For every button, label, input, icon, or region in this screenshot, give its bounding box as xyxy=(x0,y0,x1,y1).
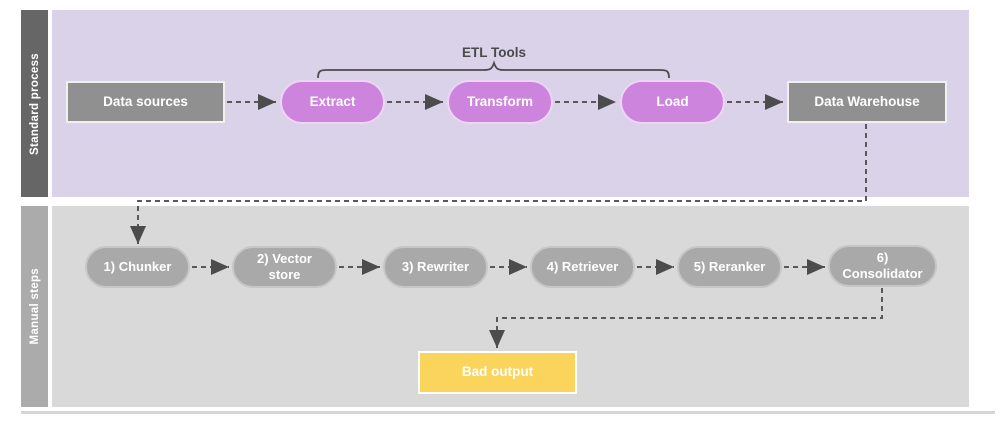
etl-tools-label: ETL Tools xyxy=(462,45,526,60)
node-chunker: 1) Chunker xyxy=(85,246,190,288)
node-consolidator: 6) Consolidator xyxy=(828,245,937,287)
lane-label-standard-process-text: Standard process xyxy=(28,52,41,155)
node-extract: Extract xyxy=(280,80,385,124)
node-bad-output: Bad output xyxy=(418,351,577,394)
lane-label-standard-process: Standard process xyxy=(21,10,48,197)
node-reranker: 5) Reranker xyxy=(677,246,782,288)
lane-label-manual-steps: Manual steps xyxy=(21,206,48,407)
node-data-warehouse: Data Warehouse xyxy=(787,81,947,123)
node-vector-store: 2) Vector store xyxy=(232,246,337,288)
node-data-sources: Data sources xyxy=(66,81,225,123)
node-retriever: 4) Retriever xyxy=(530,246,635,288)
node-transform: Transform xyxy=(447,80,553,124)
node-load: Load xyxy=(620,80,725,124)
lane-label-manual-steps-text: Manual steps xyxy=(28,268,41,345)
node-rewriter: 3) Rewriter xyxy=(383,246,488,288)
bottom-divider-line xyxy=(21,411,995,414)
